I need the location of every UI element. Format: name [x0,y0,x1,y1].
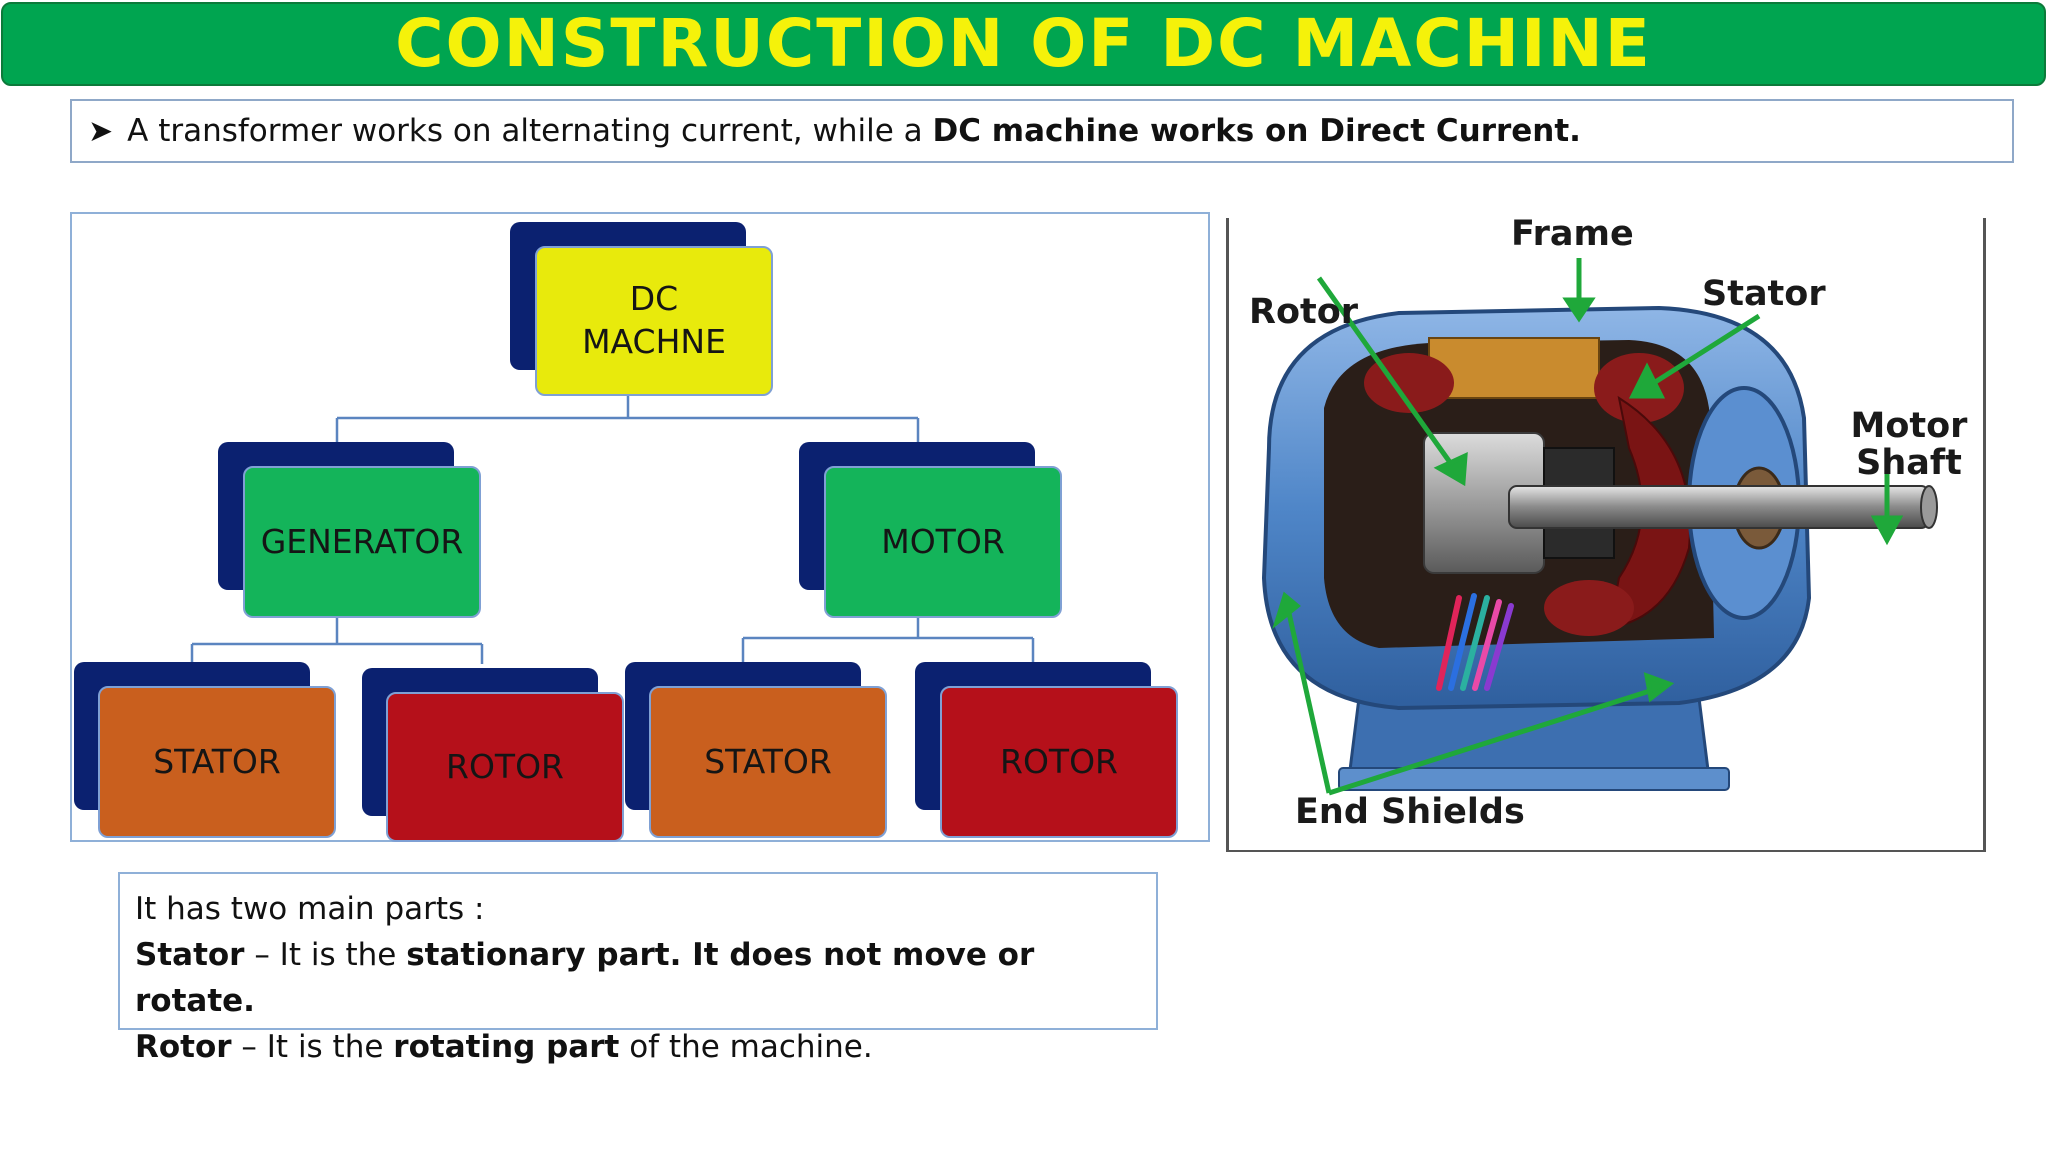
stator-dash: – It is the [244,937,407,973]
generator-rotor-label: ROTOR [446,746,564,786]
motor-node-label: MOTOR [881,521,1005,561]
rotor-rest: of the machine. [619,1029,873,1065]
hierarchy-diagram: DC MACHNE GENERATOR MOTOR STATOR ROTOR S… [70,212,1210,842]
label-end-shields: End Shields [1295,792,1525,832]
motor-rotor-label: ROTOR [1000,741,1118,781]
label-frame: Frame [1511,214,1634,254]
generator-node-label: GENERATOR [260,521,464,561]
intro-plain: A transformer works on alternating curre… [127,113,933,149]
label-motor-shaft: Motor Shaft [1850,406,1968,483]
motor-rotor-node: ROTOR [940,686,1178,838]
root-node-label: DC MACHNE [582,279,726,361]
main-parts-note: It has two main parts : Stator – It is t… [118,872,1158,1065]
generator-stator-node: STATOR [98,686,336,838]
label-stator: Stator [1702,274,1826,314]
motor-illustration [1261,258,1938,796]
motor-node: MOTOR [824,466,1062,618]
stator-term: Stator [135,937,245,973]
intro-text: A transformer works on alternating curre… [127,113,1581,149]
page-title: CONSTRUCTION OF DC MACHINE [395,5,1652,82]
rotor-dash: – It is the [231,1029,394,1065]
intro-bold: DC machine works on Direct Current. [932,113,1581,149]
parts-intro: It has two main parts : [135,891,485,927]
motor-stator-node: STATOR [649,686,887,838]
generator-node: GENERATOR [243,466,481,618]
stator-definition: Stator – It is the stationary part. It d… [135,932,1141,1024]
motor-cutaway-image: Frame Rotor Stator Motor Shaft End Shiel… [1226,214,1986,852]
rotor-bold: rotating part [393,1029,620,1065]
motor-stator-label: STATOR [704,741,832,781]
rotor-definition: Rotor – It is the rotating part of the m… [135,1024,1141,1070]
arrow-bullet-icon: ➤ [88,113,114,149]
generator-stator-label: STATOR [153,741,281,781]
diagram-connectors [190,394,1035,664]
rotor-term: Rotor [135,1029,232,1065]
stator-bold: stationary part. It does not move or rot… [135,937,1035,1019]
generator-rotor-node: ROTOR [386,692,624,842]
label-rotor: Rotor [1249,292,1359,332]
intro-statement: ➤ A transformer works on alternating cur… [70,99,2014,163]
root-node-dc-machine: DC MACHNE [535,246,773,396]
title-banner: CONSTRUCTION OF DC MACHINE [1,2,2046,86]
